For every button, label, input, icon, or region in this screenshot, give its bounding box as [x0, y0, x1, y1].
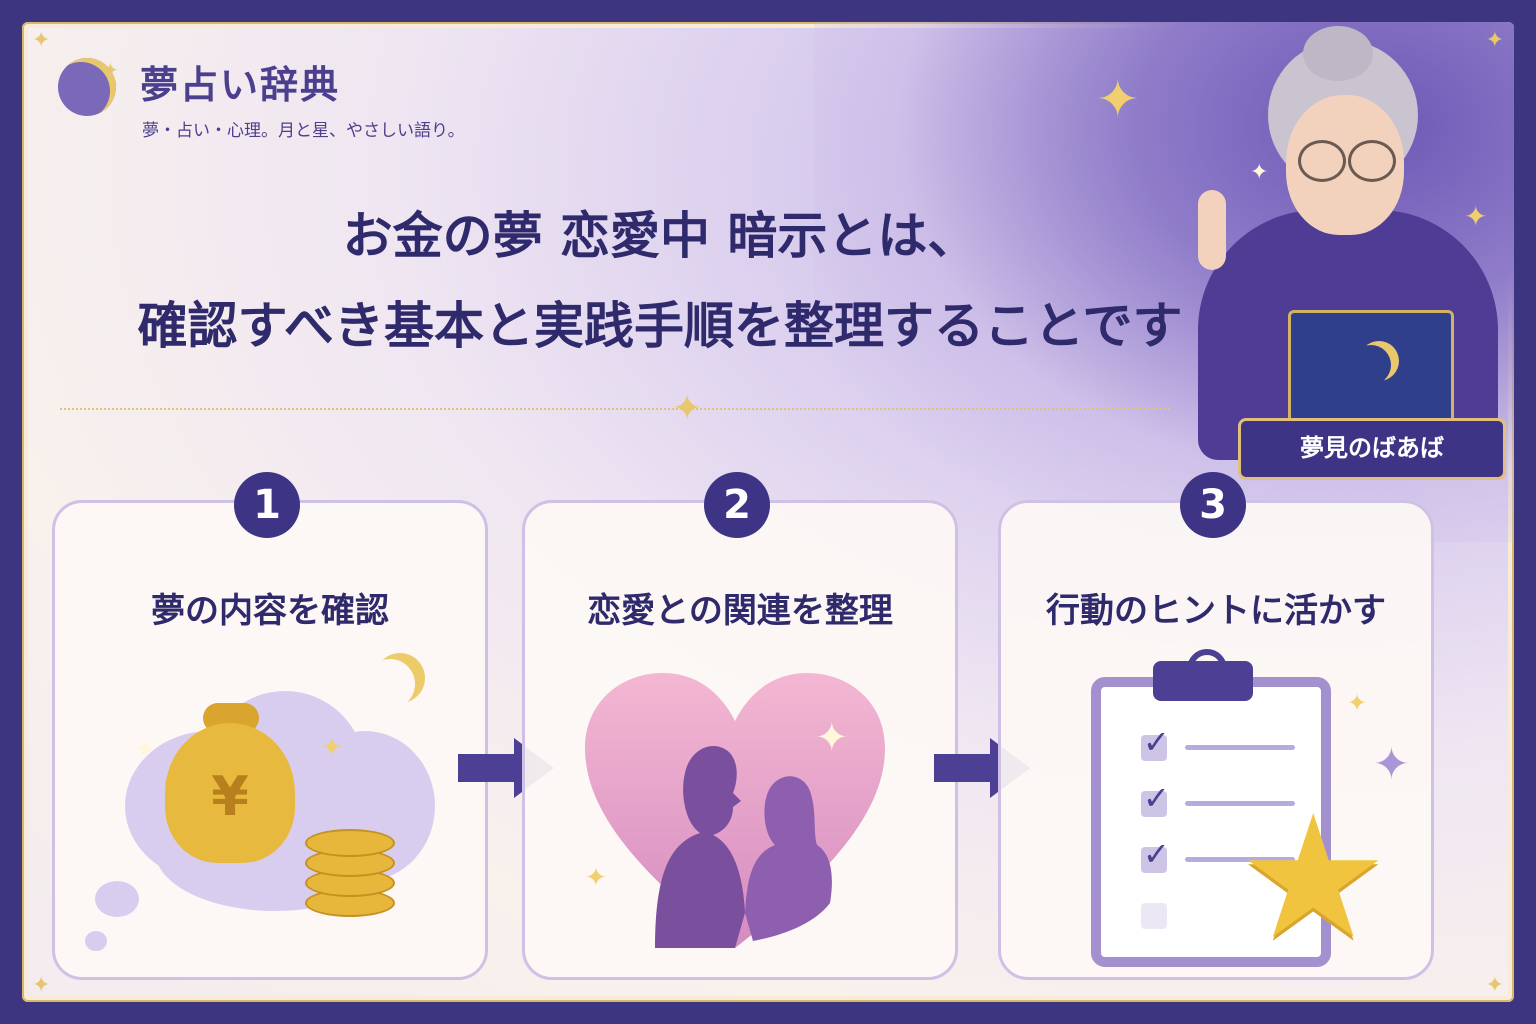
- headline-line-1: お金の夢 恋愛中 暗示とは、: [342, 207, 978, 265]
- corner-star-icon: ✦: [32, 973, 51, 998]
- check-icon: ✓: [1143, 779, 1170, 817]
- site-tagline: 夢・占い・心理。月と星、やさしい語り。: [142, 121, 465, 141]
- step-number-1: 1: [234, 472, 300, 538]
- checklist-item: ✓: [1141, 779, 1301, 817]
- moon-icon: [375, 653, 425, 703]
- grandma-character: [1178, 26, 1508, 460]
- sparkle-icon: ✦: [815, 715, 849, 761]
- step-card-3: 行動のヒントに活かす ✓ ✓ ✓ ★ ✦ ✦: [998, 500, 1434, 980]
- hair-bun: [1303, 26, 1373, 81]
- step-title: 夢の内容を確認: [151, 591, 389, 631]
- sparkle-icon: ✦: [1250, 160, 1269, 185]
- sparkle-icon: ✦: [133, 733, 157, 766]
- sparkle-icon: ✦: [585, 863, 607, 893]
- check-icon: ✓: [1143, 723, 1170, 761]
- step-number-2: 2: [704, 472, 770, 538]
- sparkle-icon: ✦: [672, 388, 703, 429]
- dotted-divider: [60, 408, 1170, 410]
- pointing-hand: [1198, 190, 1226, 270]
- money-bag-icon: [165, 723, 295, 863]
- glasses-icon: [1298, 140, 1346, 182]
- moon-icon: [1359, 341, 1399, 381]
- sparkle-icon: ✦: [1373, 739, 1410, 790]
- sparkle-icon: ✦: [1347, 689, 1368, 717]
- step-title: 恋愛との関連を整理: [587, 591, 893, 631]
- sparkle-icon: ✦: [321, 733, 343, 763]
- coin-icon: [305, 829, 395, 857]
- sparkle-icon: ✦: [1096, 70, 1140, 130]
- step-card-2: 恋愛との関連を整理 ✦ ✦: [522, 500, 958, 980]
- corner-star-icon: ✦: [1485, 973, 1504, 998]
- clipboard-icon: ✓ ✓ ✓: [1091, 677, 1331, 967]
- glasses-icon: [1348, 140, 1396, 182]
- couple-heart-illustration: [585, 673, 885, 948]
- headline-line-2: 確認すべき基本と実践手順を整理することです: [137, 297, 1183, 355]
- moon-icon: [58, 58, 116, 116]
- step-number-3: 3: [1180, 472, 1246, 538]
- book-icon: [1288, 310, 1454, 426]
- site-title: 夢占い辞典: [140, 63, 341, 107]
- checklist-item: [1141, 903, 1301, 929]
- corner-star-icon: ✦: [32, 28, 51, 53]
- character-name-tag: 夢見のばあば: [1238, 418, 1506, 480]
- yen-icon: ¥: [211, 765, 249, 828]
- step-title: 行動のヒントに活かす: [1046, 591, 1386, 631]
- star-icon: ★: [1237, 779, 1390, 977]
- step-card-1: 夢の内容を確認 ¥ ✦ ✦: [52, 500, 488, 980]
- check-icon: ✓: [1143, 835, 1170, 873]
- checklist-item: ✓: [1141, 723, 1301, 761]
- checklist-item: ✓: [1141, 835, 1301, 873]
- star-icon: ✦: [102, 58, 119, 82]
- clip: [1153, 661, 1253, 701]
- sparkle-icon: ✦: [1464, 200, 1488, 233]
- corner-star-icon: ✦: [1485, 28, 1504, 53]
